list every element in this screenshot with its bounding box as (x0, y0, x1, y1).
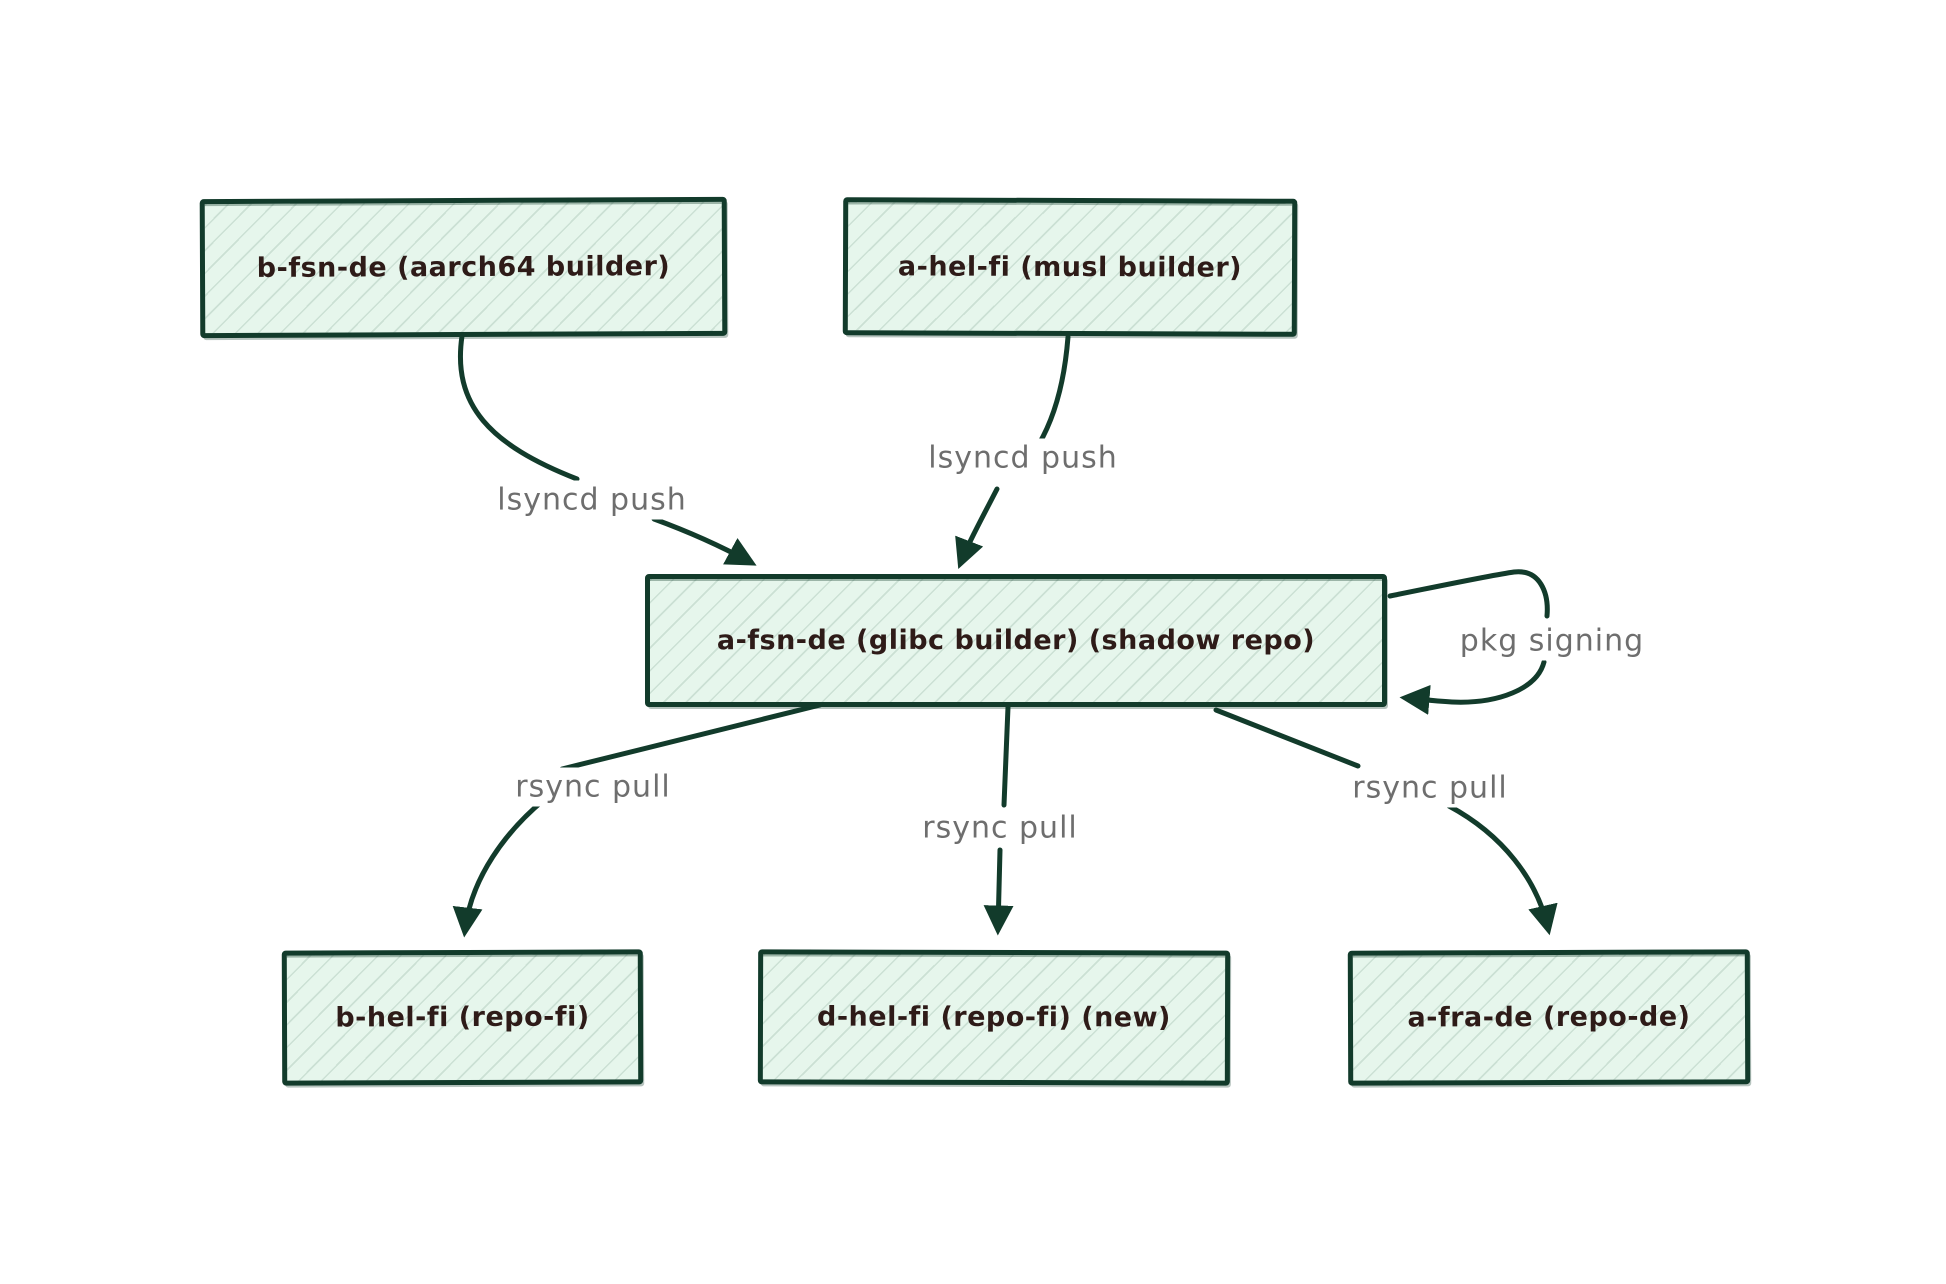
arrow-a-hel-fi-to-a-fsn-de-tail (1031, 334, 1071, 455)
edge-label-lsyncd-push-right: lsyncd push (922, 438, 1124, 478)
edge-label-pkg-signing: pkg signing (1453, 621, 1651, 661)
arrow-b-fsn-de-to-a-fsn-de-tail (458, 333, 580, 482)
node-d-hel-fi: d-hel-fi (repo-fi) (new) (757, 949, 1231, 1086)
node-a-fra-de-label: a-fra-de (repo-de) (1407, 1001, 1691, 1034)
arrow-a-fsn-de-to-d-hel-fi-tail (1001, 704, 1011, 808)
edge-label-rsync-pull-right: rsync pull (1346, 768, 1514, 808)
arrow-a-fsn-de-to-d-hel-fi-head (983, 847, 1014, 936)
node-a-hel-fi: a-hel-fi (musl builder) (842, 197, 1298, 337)
node-a-fsn-de-label: a-fsn-de (glibc builder) (shadow repo) (716, 625, 1316, 656)
arrow-a-fsn-de-to-b-hel-fi-head (452, 796, 548, 938)
node-b-hel-fi-label: b-hel-fi (repo-fi) (335, 1001, 590, 1034)
arrow-a-fsn-de-to-b-hel-fi-tail (559, 702, 823, 772)
arrow-a-fsn-de-to-a-fra-de-tail (1213, 707, 1361, 769)
arrow-a-fsn-de-to-a-fra-de-head (1446, 803, 1558, 936)
edge-label-rsync-pull-middle: rsync pull (916, 808, 1084, 848)
node-b-hel-fi: b-hel-fi (repo-fi) (281, 949, 644, 1086)
arrow-pkg-signing-loop-out (1387, 569, 1550, 619)
edge-label-lsyncd-push-left: lsyncd push (491, 480, 693, 520)
node-b-fsn-de-label: b-fsn-de (aarch64 builder) (256, 251, 671, 284)
edge-label-rsync-pull-left: rsync pull (509, 767, 677, 807)
arrow-pkg-signing-loop-in (1399, 659, 1547, 715)
arrow-b-fsn-de-to-a-fsn-de-head (651, 516, 757, 566)
node-a-fsn-de: a-fsn-de (glibc builder) (shadow repo) (645, 574, 1387, 707)
node-a-hel-fi-label: a-hel-fi (musl builder) (897, 250, 1243, 284)
node-d-hel-fi-label: d-hel-fi (repo-fi) (new) (817, 1001, 1171, 1034)
node-b-fsn-de: b-fsn-de (aarch64 builder) (199, 196, 728, 339)
arrow-a-hel-fi-to-a-fsn-de-head (955, 486, 1000, 569)
node-a-fra-de: a-fra-de (repo-de) (1347, 949, 1751, 1086)
